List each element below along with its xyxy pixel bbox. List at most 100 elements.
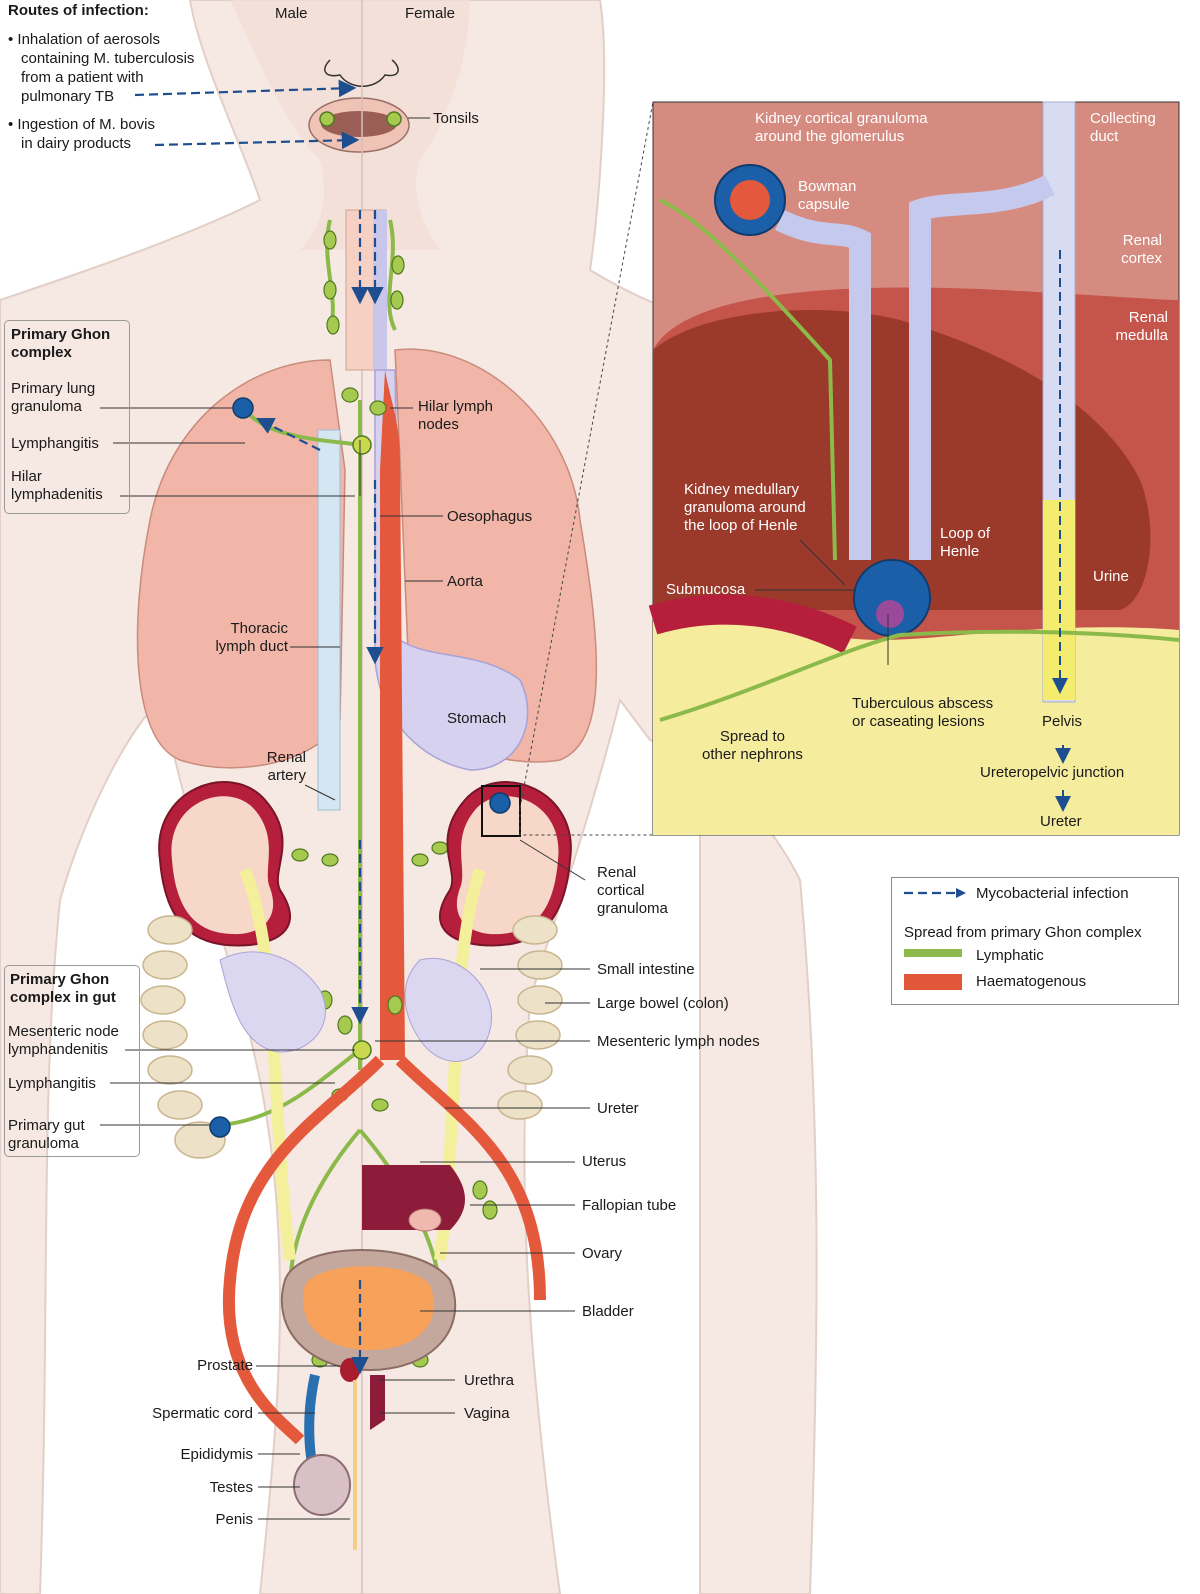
inset-renal-medulla: Renal medulla — [1100, 309, 1168, 345]
renal-cortical-granuloma-line1: Renal — [597, 864, 637, 881]
ghon-lung-box — [4, 320, 130, 514]
legend-lymphatic-label: Lymphatic — [976, 947, 1044, 964]
inset-kidney-cortical-granuloma-line2: around the glomerulus — [755, 128, 905, 145]
renal-granuloma-marker — [489, 792, 511, 814]
infection-arrows — [134, 79, 384, 1375]
ghon-lung-title-line2: complex — [11, 344, 72, 361]
primary-lung-granuloma-line2: granuloma — [11, 398, 82, 415]
inset-collecting-duct-line1: Collecting — [1090, 110, 1156, 127]
legend-haematogenous-label: Haematogenous — [976, 973, 1087, 990]
prostate-label: Prostate — [197, 1357, 253, 1374]
ghon-gut-title-line2: complex in gut — [10, 989, 116, 1006]
inset-bowman-capsule-line1: Bowman — [798, 178, 857, 195]
face — [308, 59, 410, 153]
mesenteric-node-line2: lymphandenitis — [8, 1041, 109, 1058]
testes-visual — [293, 1454, 351, 1516]
lymphangitis-lung-label: Lymphangitis — [11, 435, 99, 452]
legend-spread-title: Spread from primary Ghon complex — [904, 924, 1142, 941]
routes-title: Routes of infection: — [8, 2, 149, 19]
mesenteric-node-line1: Mesenteric node — [8, 1023, 119, 1040]
inset-renal-cortex-line2: cortex — [1121, 250, 1162, 267]
renal-cortical-granuloma-label: Renal cortical granuloma — [597, 864, 668, 918]
inset-bowman-capsule-line2: capsule — [798, 196, 850, 213]
inset-ureteropelvic-junction: Ureteropelvic junction — [980, 764, 1125, 781]
hilar-lymph-nodes-label: Hilar lymph nodes — [418, 398, 493, 434]
oesophagus-label: Oesophagus — [447, 508, 533, 525]
legend: Mycobacterial infection Spread from prim… — [891, 877, 1179, 1005]
route-inhalation: • Inhalation of aerosols containing M. t… — [8, 31, 195, 105]
inset-tuberculous-abscess-line1: Tuberculous abscess — [852, 695, 994, 712]
primary-gut-granuloma-label: Primary gut granuloma — [8, 1117, 85, 1153]
penis-label: Penis — [215, 1511, 253, 1528]
inset-loop-of-henle: Loop of Henle — [940, 525, 990, 561]
inset-collecting-duct-line2: duct — [1090, 128, 1119, 145]
large-bowel-label: Large bowel (colon) — [597, 995, 729, 1012]
ureter-label: Ureter — [597, 1100, 639, 1117]
ghon-gut-box — [4, 965, 140, 1157]
primary-gut-granuloma-line2: granuloma — [8, 1135, 79, 1152]
route-inhalation-line2: containing M. tuberculosis — [21, 50, 195, 67]
legend-infection-label: Mycobacterial infection — [976, 885, 1129, 902]
thoracic-duct-line2: lymph duct — [215, 638, 288, 655]
inset-spread-other-nephrons-line1: Spread to — [719, 728, 785, 745]
bladder-label: Bladder — [582, 1303, 634, 1320]
legend-infection-swatch — [904, 888, 966, 898]
primary-lung-granuloma-label: Primary lung granuloma — [11, 380, 95, 416]
route-ingestion: • Ingestion of M. bovis in dairy product… — [8, 116, 155, 152]
hilar-lymphadenitis-label: Hilar lymphadenitis — [11, 468, 103, 504]
inset-collecting-duct: Collecting duct — [1090, 110, 1156, 146]
primary-lung-granuloma-line1: Primary lung — [11, 380, 96, 397]
fallopian-tube-label: Fallopian tube — [582, 1197, 677, 1214]
inset-renal-cortex-line1: Renal — [1122, 232, 1162, 249]
route-inhalation-line3: from a patient with — [21, 69, 144, 86]
small-intestine-label: Small intestine — [597, 961, 695, 978]
ghon-gut-title: Primary Ghon complex in gut — [10, 971, 116, 1007]
inset-renal-cortex: Renal cortex — [1100, 232, 1162, 268]
mesenteric-node-marker — [352, 1040, 372, 1060]
urethra-label: Urethra — [464, 1372, 515, 1389]
leader-lines — [100, 117, 889, 1520]
inset-pelvis: Pelvis — [1042, 713, 1083, 730]
primary-gut-granuloma-line1: Primary gut — [8, 1117, 85, 1134]
inset-kidney-cortical-granuloma: Kidney cortical granuloma around the glo… — [755, 110, 928, 146]
legend-haematogenous-swatch — [904, 974, 962, 990]
hilar-node-marker — [352, 435, 372, 455]
hilar-lymphadenitis-line2: lymphadenitis — [11, 486, 103, 503]
route-inhalation-line4: pulmonary TB — [21, 88, 115, 105]
inset-kidney-medullary-granuloma-line1: Kidney medullary — [684, 481, 800, 498]
route-ingestion-line2: in dairy products — [21, 135, 132, 152]
lung-granuloma-marker — [232, 397, 254, 419]
renal-artery-line2: artery — [267, 767, 306, 784]
aorta-label: Aorta — [447, 573, 483, 590]
hilar-lymphadenitis-line1: Hilar — [11, 468, 42, 485]
small-intestine-visual — [219, 951, 492, 1062]
inset-renal-medulla-line2: medulla — [1115, 327, 1168, 344]
inset-urine: Urine — [1093, 568, 1129, 585]
aorta-visual — [380, 370, 405, 1060]
kidney-inset — [519, 101, 1180, 836]
inset-kidney-medullary-granuloma-line2: granuloma around — [684, 499, 806, 516]
route-ingestion-line1: Ingestion of M. bovis — [17, 116, 155, 133]
inset-bowman-capsule: Bowman capsule — [798, 178, 856, 214]
inset-kidney-medullary-granuloma-line3: the loop of Henle — [684, 517, 798, 534]
prostate-visual — [340, 1358, 360, 1382]
spermatic-cord-label: Spermatic cord — [152, 1405, 253, 1422]
mesenteric-lymph-nodes-label: Mesenteric lymph nodes — [597, 1033, 760, 1050]
inset-kidney-medullary-granuloma: Kidney medullary granuloma around the lo… — [684, 481, 806, 535]
epididymis-label: Epididymis — [180, 1446, 253, 1463]
stomach-label: Stomach — [447, 710, 507, 727]
vagina-visual — [370, 1375, 385, 1430]
uterus-visual — [362, 1165, 465, 1230]
inset-tuberculous-abscess: Tuberculous abscess or caseating lesions — [852, 695, 993, 731]
pelvic-arteries — [222, 1055, 546, 1445]
colon — [140, 915, 563, 1159]
thoracic-duct-line1: Thoracic — [230, 620, 288, 637]
vagina-label: Vagina — [464, 1405, 510, 1422]
ghon-gut-title-line1: Primary Ghon — [10, 971, 110, 988]
lymphangitis-gut-label: Lymphangitis — [8, 1075, 96, 1092]
female-label: Female — [405, 5, 456, 22]
inset-kidney-cortical-granuloma-line1: Kidney cortical granuloma — [755, 110, 928, 127]
hilar-lymph-nodes-line2: nodes — [418, 416, 459, 433]
ghon-lung-title-line1: Primary Ghon — [11, 326, 111, 343]
